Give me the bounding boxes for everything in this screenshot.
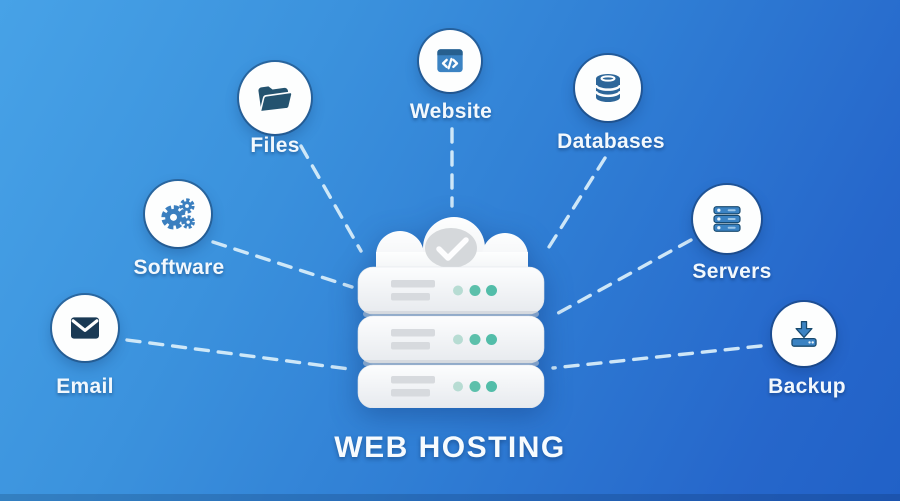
node-software: Software [0, 0, 224, 279]
hosting-server-illustration [355, 210, 547, 409]
node-servers: Servers [0, 0, 771, 283]
files-circle [239, 62, 311, 134]
servers-circle [693, 185, 761, 253]
server-rack-icon [707, 199, 747, 239]
software-label: Software [133, 256, 225, 279]
node-files: Files [0, 0, 311, 157]
backup-circle [772, 302, 836, 366]
open-folder-icon [254, 77, 296, 119]
databases-circle [575, 55, 641, 121]
files-label: Files [250, 134, 300, 157]
envelope-icon [65, 308, 105, 348]
node-databases: Databases [0, 0, 665, 153]
server-tier-1 [357, 266, 545, 315]
connector-servers [549, 238, 693, 319]
check-badge-icon [425, 228, 477, 268]
website-label: Website [409, 100, 493, 123]
code-window-icon [431, 42, 469, 80]
email-circle [52, 295, 118, 361]
databases-label: Databases [557, 130, 665, 153]
connector-files [299, 144, 363, 253]
connector-email [125, 338, 351, 371]
gears-icon [158, 194, 198, 234]
connector-software [211, 240, 354, 289]
node-website: Website [0, 0, 492, 123]
server-tier-3 [357, 364, 545, 409]
software-circle [145, 181, 211, 247]
server-tier-2 [357, 315, 545, 364]
database-cylinder-icon [588, 68, 628, 108]
backup-label: Backup [768, 375, 846, 398]
website-circle [419, 30, 481, 92]
node-email: Email [0, 0, 118, 398]
download-tray-icon [785, 315, 823, 353]
connector-databases [547, 156, 607, 249]
servers-label: Servers [692, 260, 772, 283]
page-title: WEB HOSTING [334, 431, 566, 464]
connector-backup [551, 344, 763, 370]
email-label: Email [56, 375, 114, 398]
node-backup: Backup [768, 302, 846, 398]
bottom-edge-strip [0, 494, 900, 501]
